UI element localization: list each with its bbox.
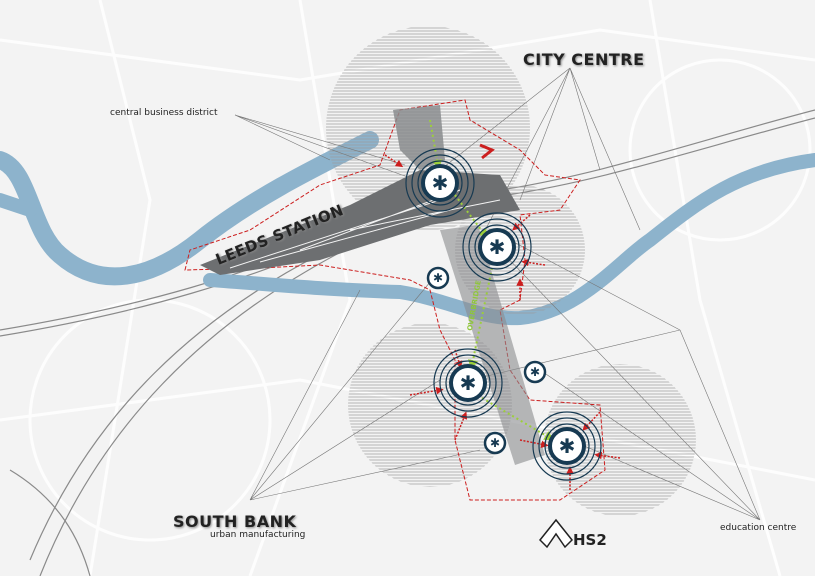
river [0, 131, 815, 326]
hub-asterisk-icon: ✱ [523, 360, 547, 384]
label-education-centre: education centre [720, 523, 797, 533]
hub-asterisk-icon: ✱ [405, 148, 475, 218]
label-south-bank: SOUTH BANK [173, 512, 297, 531]
label-city-centre: CITY CENTRE [523, 50, 645, 69]
svg-text:✱: ✱ [460, 371, 477, 395]
svg-text:✱: ✱ [432, 171, 449, 195]
svg-text:✱: ✱ [433, 271, 443, 285]
connections [429, 119, 555, 441]
hub-asterisk-icon: ✱ [483, 431, 507, 455]
hubs: ✱ ✱ ✱ ✱ ✱ ✱ ✱ [405, 148, 602, 481]
hub-asterisk-icon: ✱ [433, 348, 503, 418]
label-cbd: central business district [110, 108, 218, 118]
svg-text:✱: ✱ [530, 365, 540, 379]
hub-asterisk-icon: ✱ [426, 266, 450, 290]
svg-text:✱: ✱ [490, 436, 500, 450]
chevron-arrow-icon [479, 143, 495, 160]
zone-education [544, 364, 696, 516]
label-hs2: HS2 [573, 531, 607, 549]
svg-text:✱: ✱ [489, 235, 506, 259]
corridors [393, 105, 545, 465]
label-urban-manufacturing: urban manufacturing [210, 530, 306, 540]
hub-asterisk-icon: ✱ [462, 212, 532, 282]
hub-asterisk-icon: ✱ [532, 411, 602, 481]
hs2-chevron-icon [538, 518, 574, 549]
svg-text:✱: ✱ [559, 434, 576, 458]
